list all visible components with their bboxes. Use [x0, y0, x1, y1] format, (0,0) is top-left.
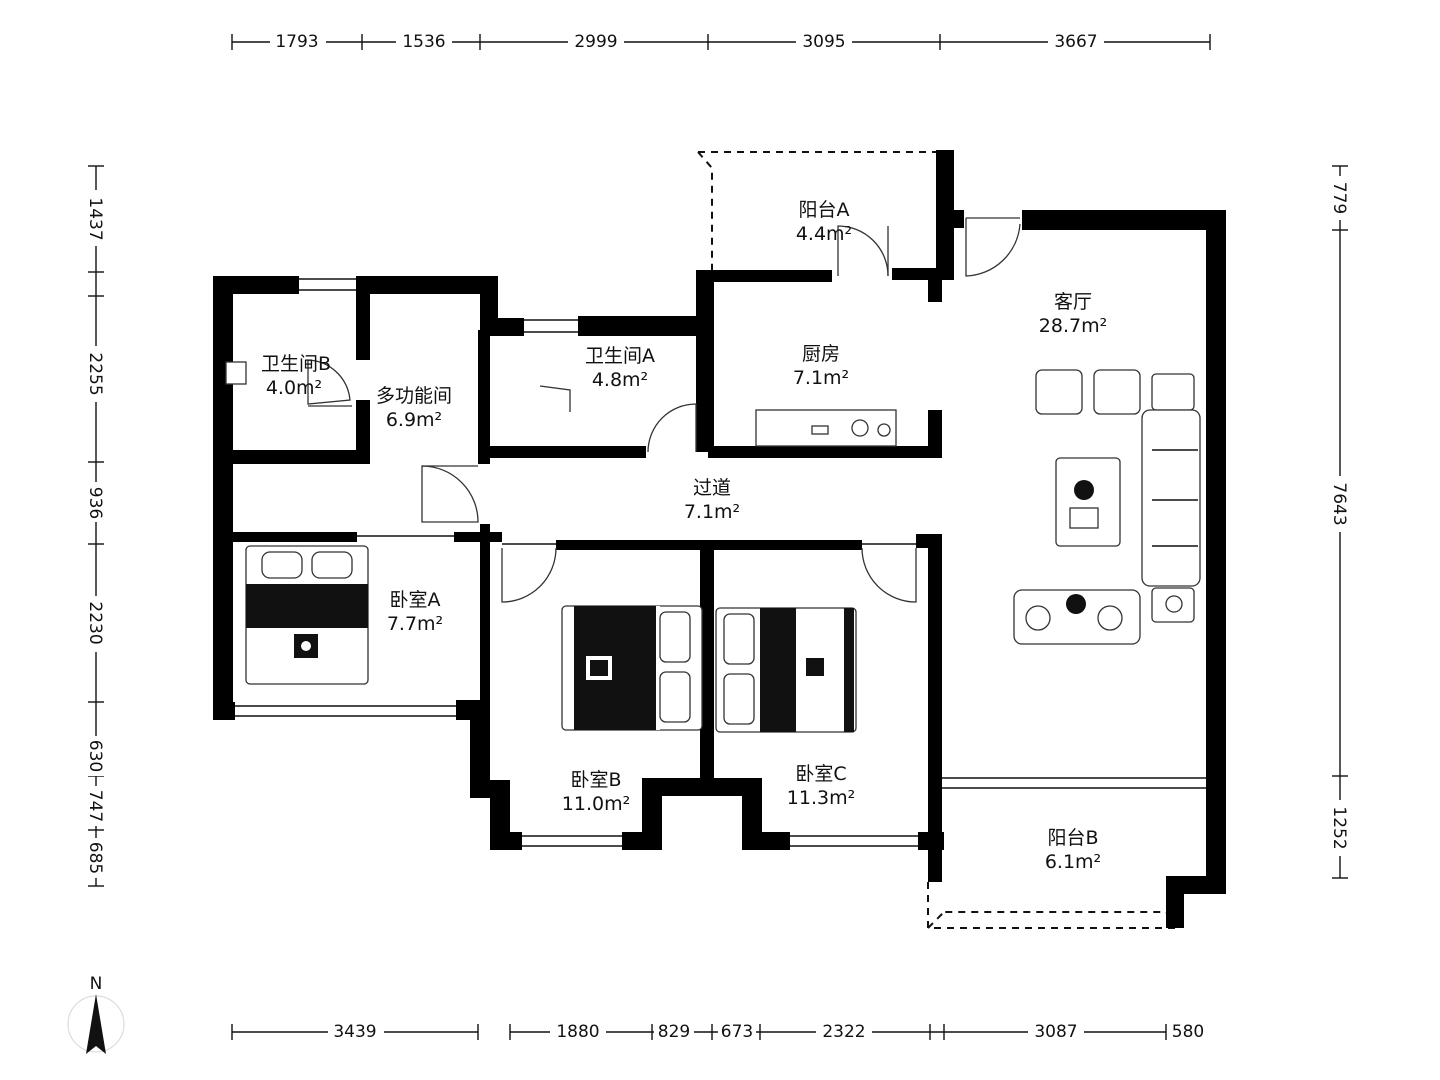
windows — [235, 278, 1206, 847]
dim-left-6: 747 — [85, 790, 105, 822]
room-corridor-area: 7.1m² — [684, 501, 740, 523]
dim-top-3: 2999 — [574, 32, 617, 52]
dim-left-5: 630 — [85, 740, 105, 772]
room-bath-a-area: 4.8m² — [592, 369, 648, 391]
bed-c — [715, 607, 857, 733]
room-balcony-a-name: 阳台A — [799, 199, 850, 221]
doors — [307, 217, 1021, 603]
room-bed-b-area: 11.0m² — [562, 793, 630, 815]
room-bed-a-area: 7.7m² — [387, 613, 443, 635]
left-dimensions: 1437 2255 936 2230 630 747 685 — [84, 165, 108, 887]
dim-left-1: 1437 — [85, 197, 105, 240]
room-living-name: 客厅 — [1054, 291, 1092, 313]
room-balcony-b-area: 6.1m² — [1045, 851, 1101, 873]
room-multi-name: 多功能间 — [376, 385, 452, 407]
room-multi-area: 6.9m² — [386, 409, 442, 431]
room-bath-a-name: 卫生间A — [585, 345, 655, 367]
walls — [213, 150, 1226, 928]
compass: N — [67, 974, 125, 1054]
dim-bottom-2: 1880 — [556, 1022, 599, 1042]
room-balcony-a-area: 4.4m² — [796, 223, 852, 245]
dim-right-2: 7643 — [1329, 482, 1349, 525]
room-bath-b-name: 卫生间B — [261, 353, 331, 375]
room-kitchen-name: 厨房 — [802, 343, 840, 365]
dim-top-2: 1536 — [402, 32, 445, 52]
dim-bottom-7: 580 — [1172, 1022, 1204, 1042]
room-labels: 阳台A 4.4m² 客厅 28.7m² 卫生间B 4.0m² 多功能间 6.9m… — [261, 199, 1107, 873]
room-kitchen-area: 7.1m² — [793, 367, 849, 389]
dim-bottom-3: 829 — [658, 1022, 690, 1042]
bed-a — [245, 545, 369, 685]
bath-b-fixture — [225, 361, 247, 385]
dim-top-5: 3667 — [1054, 32, 1097, 52]
bed-b — [561, 605, 703, 731]
room-balcony-b-name: 阳台B — [1047, 827, 1098, 849]
right-dimensions: 779 7643 1252 — [1328, 165, 1352, 879]
room-bed-c-name: 卧室C — [795, 763, 846, 785]
room-bed-c-area: 11.3m² — [787, 787, 855, 809]
room-corridor-name: 过道 — [693, 477, 731, 499]
room-bed-a-name: 卧室A — [390, 589, 441, 611]
dim-bottom-5: 2322 — [822, 1022, 865, 1042]
dim-top-1: 1793 — [275, 32, 318, 52]
dim-bottom-1: 3439 — [333, 1022, 376, 1042]
dim-bottom-4: 673 — [721, 1022, 753, 1042]
dim-right-3: 1252 — [1329, 806, 1349, 849]
top-dimensions: 1793 1536 2999 3095 3667 — [231, 30, 1211, 52]
room-bath-b-area: 4.0m² — [266, 377, 322, 399]
room-living-area: 28.7m² — [1039, 315, 1107, 337]
sofa-set — [1013, 369, 1201, 645]
dim-left-4: 2230 — [85, 601, 105, 644]
room-bed-b-name: 卧室B — [570, 769, 621, 791]
compass-label: N — [90, 974, 103, 994]
dim-left-2: 2255 — [85, 352, 105, 395]
dim-left-7: 685 — [85, 842, 105, 874]
dim-left-3: 936 — [85, 487, 105, 519]
north-arrow-icon — [86, 994, 106, 1054]
furniture — [225, 361, 1201, 733]
dim-right-1: 779 — [1329, 182, 1349, 214]
dim-bottom-6: 3087 — [1034, 1022, 1077, 1042]
bottom-dimensions: 3439 1880 829 673 2322 3087 580 — [231, 1020, 1208, 1042]
dim-top-4: 3095 — [802, 32, 845, 52]
